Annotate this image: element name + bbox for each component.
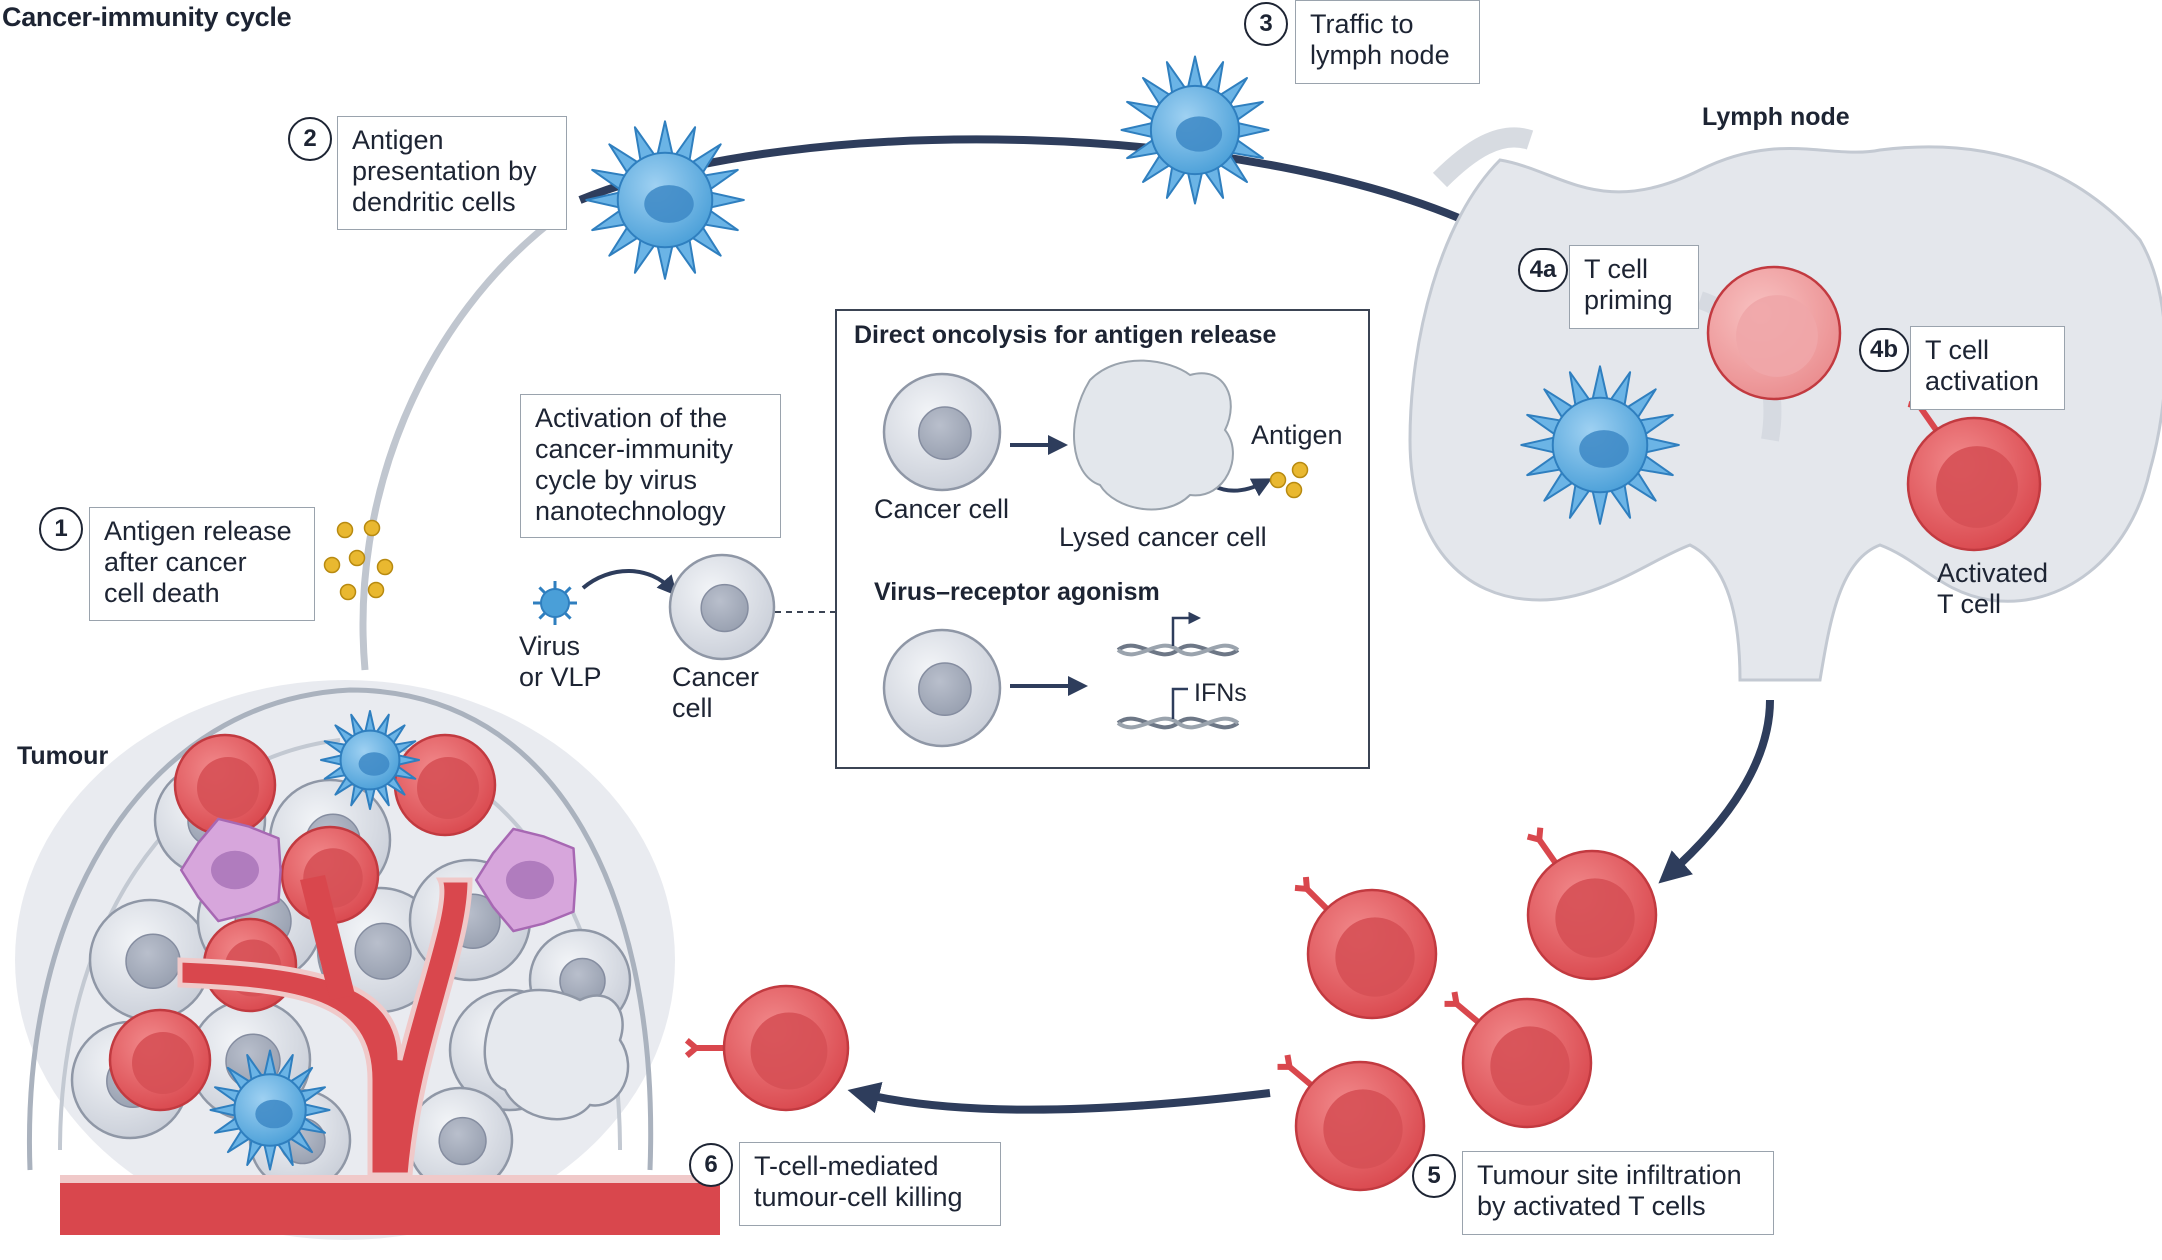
activation-box: Activation of the cancer-immunity cycle … <box>520 394 781 538</box>
step-number: 1 <box>39 507 83 551</box>
step-number: 4a <box>1518 248 1568 292</box>
dendritic-cell <box>320 710 420 810</box>
step-2-box: Antigen presentation by dendritic cells <box>337 116 567 230</box>
dendritic-cell <box>585 120 745 280</box>
antigen-particle <box>376 558 394 576</box>
cancer-cell <box>882 628 1002 748</box>
antigen-particle <box>363 519 381 537</box>
t-cell <box>1444 991 1593 1129</box>
cancer-cell-label: Cancer cell <box>672 662 760 723</box>
antigen-particle <box>1285 481 1303 499</box>
t-cell <box>173 733 277 837</box>
tumour-label: Tumour <box>17 742 109 770</box>
cancer-cell <box>668 553 776 661</box>
cycle-arrow-bottom <box>847 1082 1271 1114</box>
step-1-box: Antigen release after cancer cell death <box>89 507 315 621</box>
cycle-arc-left <box>359 212 563 671</box>
cancer-cell <box>882 372 1002 492</box>
dendritic-cell <box>1520 365 1680 525</box>
cancer-cell <box>406 1086 514 1194</box>
step-6-box: T-cell-mediated tumour-cell killing <box>739 1142 1001 1226</box>
dna-helix-1 <box>1116 611 1240 657</box>
t-cell <box>1294 876 1438 1020</box>
antigen-particle <box>1291 461 1309 479</box>
antigen-particle <box>336 521 354 539</box>
step-number: 5 <box>1412 1154 1456 1198</box>
step-5-box: Tumour site infiltration by activated T … <box>1462 1151 1774 1235</box>
step-number: 4b <box>1859 328 1909 372</box>
t-cell <box>1526 827 1658 981</box>
lysed-cancer-cell <box>1073 359 1234 511</box>
virus-label: Virus or VLP <box>519 631 602 692</box>
t-cell <box>1706 265 1842 401</box>
dna-helix-2 <box>1116 687 1240 730</box>
antigen-particle <box>348 549 366 567</box>
cycle-arrow-right <box>1658 699 1774 884</box>
diagram-title: Cancer-immunity cycle <box>2 2 292 32</box>
step-number: 6 <box>689 1143 733 1187</box>
t-cell <box>684 984 850 1112</box>
activated-t-cell-label: Activated T cell <box>1937 558 2049 619</box>
antigen-particle <box>339 583 357 601</box>
antigen-particle <box>367 581 385 599</box>
macrophage <box>179 817 282 923</box>
lysed-tumour-cell <box>483 988 630 1121</box>
antigen-particle <box>323 556 341 574</box>
inset-ifns-label: IFNs <box>1194 679 1247 707</box>
step-number: 2 <box>288 117 332 161</box>
t-cell <box>108 1008 212 1112</box>
t-cell <box>1277 1054 1426 1192</box>
dendritic-cell <box>1120 55 1270 205</box>
inset-cancer-cell-label: Cancer cell <box>874 494 1010 524</box>
step-4b-box: T cell activation <box>1910 326 2065 410</box>
inset-antigen-label: Antigen <box>1251 420 1343 450</box>
lymph-node-label: Lymph node <box>1702 103 1850 131</box>
inset-lysed-label: Lysed cancer cell <box>1059 522 1267 552</box>
step-number: 3 <box>1244 2 1288 46</box>
macrophage <box>474 827 577 933</box>
inset-title-oncolysis: Direct oncolysis for antigen release <box>854 321 1277 349</box>
antigen-particle <box>1269 471 1287 489</box>
tumour-mass <box>15 680 720 1240</box>
virus-particle <box>533 581 577 625</box>
inset-title-agonism: Virus–receptor agonism <box>874 578 1160 606</box>
step-3-box: Traffic to lymph node <box>1295 0 1480 84</box>
t-cell <box>393 733 497 837</box>
dendritic-cell <box>209 1049 331 1171</box>
step-4a-box: T cell priming <box>1569 245 1699 329</box>
